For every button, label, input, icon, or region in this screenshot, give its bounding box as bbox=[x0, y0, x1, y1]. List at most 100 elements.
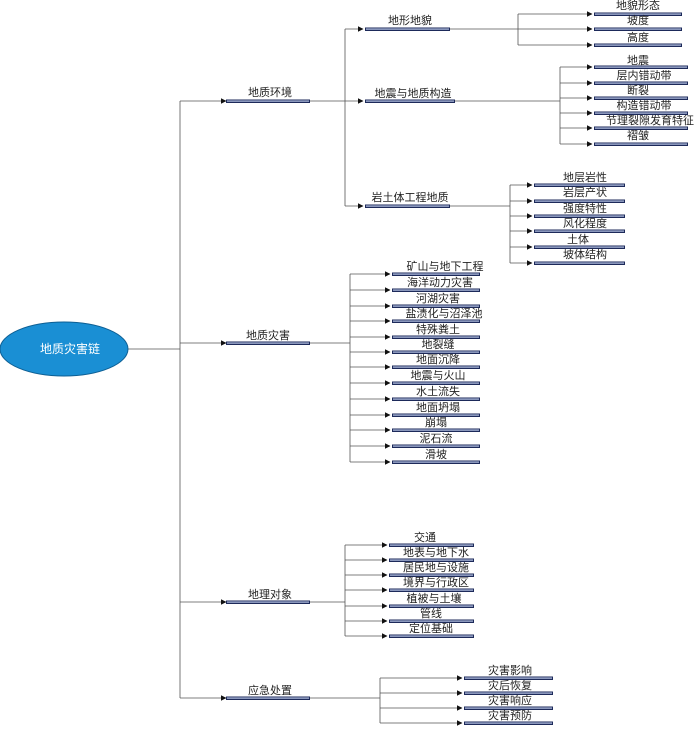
leaf-label: 灾害预防 bbox=[488, 708, 532, 722]
node-underline-highlight bbox=[535, 184, 624, 186]
sub-label-terrain: 地形地貌 bbox=[388, 13, 432, 27]
seismic-leaves: 地震 层内错动带 断裂 构造错动带 节理裂隙发育特征 褶皱 bbox=[606, 54, 694, 142]
node-underline-highlight bbox=[390, 559, 473, 561]
branch-label-emergency: 应急处置 bbox=[248, 683, 292, 697]
node-underline-highlight bbox=[465, 692, 552, 694]
leaf-label: 定位基础 bbox=[409, 621, 453, 635]
leaf-label: 节理裂隙发育特征 bbox=[606, 113, 694, 127]
node-underline-highlight bbox=[390, 605, 473, 607]
leaf-label: 高度 bbox=[627, 30, 649, 44]
node-underline-highlight bbox=[393, 398, 479, 400]
leaf-label: 地震 bbox=[627, 54, 649, 67]
leaf-label: 强度特性 bbox=[563, 201, 607, 215]
emergency-leaves: 灾害影响 灾后恢复 灾害响应 灾害预防 bbox=[488, 663, 532, 722]
node-underline-highlight bbox=[366, 100, 454, 102]
node-underline-highlight bbox=[390, 620, 473, 622]
leaf-label: 矿山与地下工程 bbox=[407, 260, 484, 273]
branch-label-geo-objects: 地理对象 bbox=[248, 587, 292, 601]
leaf-label: 崩塌 bbox=[425, 415, 447, 429]
node-underline-highlight bbox=[535, 230, 624, 232]
leaf-label: 断裂 bbox=[627, 83, 649, 97]
leaf-label: 地面沉降 bbox=[416, 352, 460, 366]
leaf-label: 泥石流 bbox=[420, 431, 453, 445]
leaf-label: 岩层产状 bbox=[563, 185, 607, 199]
node-underline-highlight bbox=[595, 13, 681, 15]
node-underline-highlight bbox=[595, 44, 681, 46]
leaf-label: 构造错动带 bbox=[617, 98, 672, 112]
node-underline-highlight bbox=[227, 100, 309, 102]
node-underline-highlight bbox=[595, 28, 681, 30]
leaf-label: 海洋动力灾害 bbox=[407, 275, 473, 289]
node-underline-highlight bbox=[595, 97, 687, 99]
leaf-label: 河湖灾害 bbox=[416, 291, 460, 305]
node-underline-highlight bbox=[393, 289, 479, 291]
node-underline-highlight bbox=[393, 305, 479, 307]
leaf-label: 褶皱 bbox=[627, 128, 649, 142]
node-underline-highlight bbox=[393, 351, 479, 353]
leaf-label: 地面坍塌 bbox=[416, 400, 460, 414]
terrain-leaves: 地貌形态 坡度 高度 bbox=[616, 0, 660, 44]
node-underline-highlight bbox=[393, 320, 479, 322]
leaf-label: 地裂缝 bbox=[422, 337, 455, 351]
node-underline-highlight bbox=[390, 589, 473, 591]
leaf-label: 特殊粪土 bbox=[416, 322, 460, 336]
leaf-label: 灾后恢复 bbox=[488, 678, 532, 692]
leaf-label: 坡度 bbox=[627, 13, 649, 27]
node-underline-highlight bbox=[393, 273, 479, 275]
leaf-label: 植被与土壤 bbox=[407, 591, 462, 605]
node-underline-highlight bbox=[393, 429, 479, 431]
sub-label-rock-soil: 岩土体工程地质 bbox=[372, 190, 449, 204]
connector-lines bbox=[128, 11, 593, 726]
node-underline-highlight bbox=[535, 262, 624, 264]
node-underline-highlight bbox=[535, 215, 624, 217]
node-underline-highlight bbox=[393, 366, 479, 368]
node-underline-highlight bbox=[595, 66, 687, 68]
node-underline-highlight bbox=[465, 707, 552, 709]
hazard-leaves: 矿山与地下工程 海洋动力灾害 河湖灾害 盐渍化与沼泽池 特殊粪土 地裂缝 地面沉… bbox=[406, 260, 484, 461]
node-underline-highlight bbox=[366, 28, 449, 30]
node-underline-highlight bbox=[595, 143, 687, 145]
leaf-label: 地表与地下水 bbox=[403, 545, 469, 559]
leaf-label: 风化程度 bbox=[563, 216, 607, 230]
geo-object-leaves: 交通 地表与地下水 居民地与设施 境界与行政区 植被与土壤 管线 定位基础 bbox=[403, 530, 469, 635]
leaf-label: 境界与行政区 bbox=[403, 575, 469, 589]
node-underline-highlight bbox=[366, 205, 449, 207]
leaf-label: 土体 bbox=[567, 232, 589, 246]
node-underline-highlight bbox=[227, 342, 309, 344]
node-underline-highlight bbox=[465, 677, 552, 679]
node-underline-highlight bbox=[393, 445, 479, 447]
node-underline-highlight bbox=[535, 200, 624, 202]
leaf-label: 坡体结构 bbox=[563, 247, 607, 261]
root-ellipse bbox=[0, 321, 129, 377]
leaf-label: 地貌形态 bbox=[616, 0, 660, 12]
node-underline-highlight bbox=[393, 336, 479, 338]
root-label: 地质灾害链 bbox=[40, 341, 100, 356]
node-underline-highlight bbox=[595, 82, 687, 84]
node-underline-highlight bbox=[465, 722, 552, 724]
leaf-label: 居民地与设施 bbox=[403, 561, 469, 574]
node-underlines bbox=[226, 12, 688, 725]
sub-label-seismic-structure: 地震与地质构造 bbox=[375, 86, 452, 100]
branch-label-environment: 地质环境 bbox=[248, 85, 292, 99]
leaf-label: 灾害影响 bbox=[488, 663, 532, 677]
node-underline-highlight bbox=[390, 635, 473, 637]
leaf-label: 地层岩性 bbox=[563, 170, 607, 184]
node-underline-highlight bbox=[595, 127, 687, 129]
leaf-label: 水土流失 bbox=[416, 384, 460, 398]
node-underline-highlight bbox=[227, 601, 309, 603]
node-underline-highlight bbox=[393, 461, 479, 463]
node-underline-highlight bbox=[227, 697, 309, 699]
node-underline-highlight bbox=[390, 574, 473, 576]
leaf-label: 滑坡 bbox=[425, 448, 447, 461]
branch-label-hazards: 地质灾害 bbox=[246, 328, 290, 342]
rock-soil-leaves: 地层岩性 岩层产状 强度特性 风化程度 土体 坡体结构 bbox=[563, 170, 607, 261]
root-node[interactable]: 地质灾害链 bbox=[0, 321, 129, 377]
leaf-label: 地震与火山 bbox=[411, 369, 466, 382]
node-underline-highlight bbox=[393, 382, 479, 384]
node-underline-highlight bbox=[535, 246, 624, 248]
leaf-label: 盐渍化与沼泽池 bbox=[406, 306, 483, 320]
leaf-label: 管线 bbox=[420, 606, 442, 620]
node-underline-highlight bbox=[390, 544, 473, 546]
node-underline-highlight bbox=[595, 112, 687, 114]
